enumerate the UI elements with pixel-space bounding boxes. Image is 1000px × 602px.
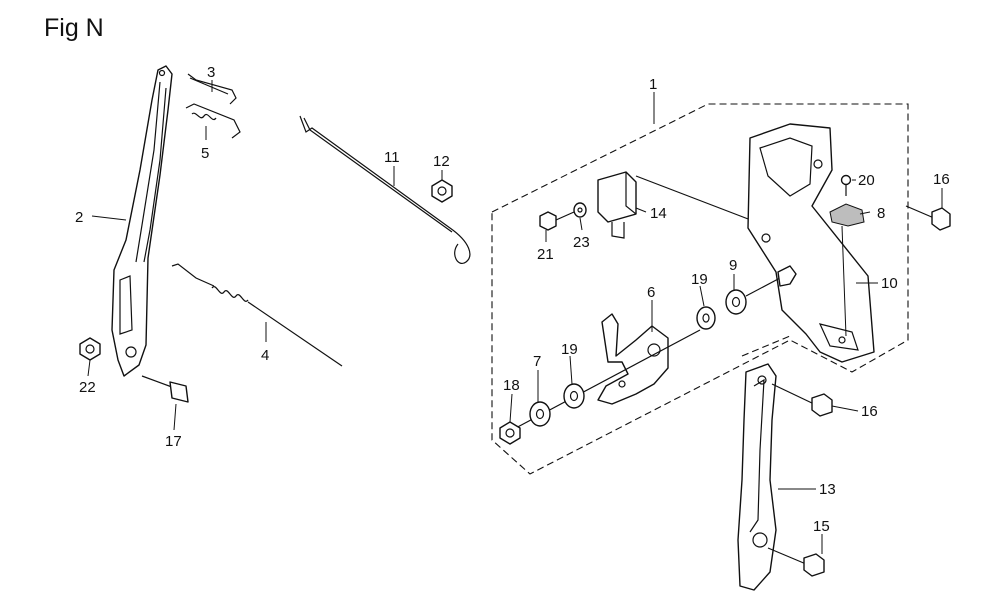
part-3-spring-clip[interactable] [187,73,237,105]
part-13-lower-lever[interactable] [737,363,777,591]
part-16-bolt-middle[interactable] [771,383,833,417]
part-17-pin-bolt[interactable] [141,375,189,403]
part-6-throttle-lever[interactable] [597,313,669,405]
callout-9: 9 [729,257,737,274]
part-22-nut[interactable] [79,337,101,361]
callout-4: 4 [261,347,269,364]
callout-labels: 1 2 3 4 5 6 7 8 9 10 11 12 13 14 15 16 1… [75,64,950,535]
callout-16-middle: 16 [861,403,878,420]
part-14-switch[interactable] [597,171,757,239]
part-21-screw[interactable] [539,211,575,231]
part-20-screw[interactable] [840,174,852,197]
callout-7: 7 [533,353,541,370]
part-4-spring-rod[interactable] [171,263,343,367]
callout-20: 20 [858,172,875,189]
part-19-washer-left[interactable] [563,383,585,409]
part-23-washer[interactable] [573,202,587,218]
callout-1: 1 [649,76,657,93]
part-19-washer-right[interactable] [696,306,716,330]
assembly-boundary [491,103,909,475]
callout-17: 17 [165,433,182,450]
callout-15: 15 [813,518,830,535]
part-16-bolt-top[interactable] [905,205,951,231]
page-title: Fig N [44,14,104,42]
callout-3: 3 [207,64,215,81]
callout-16-top: 16 [933,171,950,188]
part-8-clip[interactable] [829,203,865,337]
part-18-nut[interactable] [499,421,521,445]
callout-22: 22 [79,379,96,396]
callout-23: 23 [573,234,590,251]
part-10-bracket[interactable] [747,123,875,363]
leader-lines [87,80,943,554]
part-9-washer[interactable] [725,265,797,315]
callout-5: 5 [201,145,209,162]
callout-18: 18 [503,377,520,394]
callout-19-right: 19 [691,271,708,288]
callout-21: 21 [537,246,554,263]
part-11-throttle-wire[interactable] [299,115,471,264]
callout-2: 2 [75,209,83,226]
part-12-nut[interactable] [431,179,453,203]
callout-8: 8 [877,205,885,222]
callout-14: 14 [650,205,667,222]
callout-11: 11 [384,149,400,166]
callout-10: 10 [881,275,898,292]
guide-line [741,335,791,357]
part-7-washer[interactable] [529,401,551,427]
callout-12: 12 [433,153,450,170]
callout-6: 6 [647,284,655,301]
part-5-small-spring[interactable] [185,103,241,139]
part-15-bolt[interactable] [767,547,825,577]
callout-13: 13 [819,481,836,498]
callout-19-left: 19 [561,341,578,358]
part-2-lever-rod[interactable] [111,65,173,377]
